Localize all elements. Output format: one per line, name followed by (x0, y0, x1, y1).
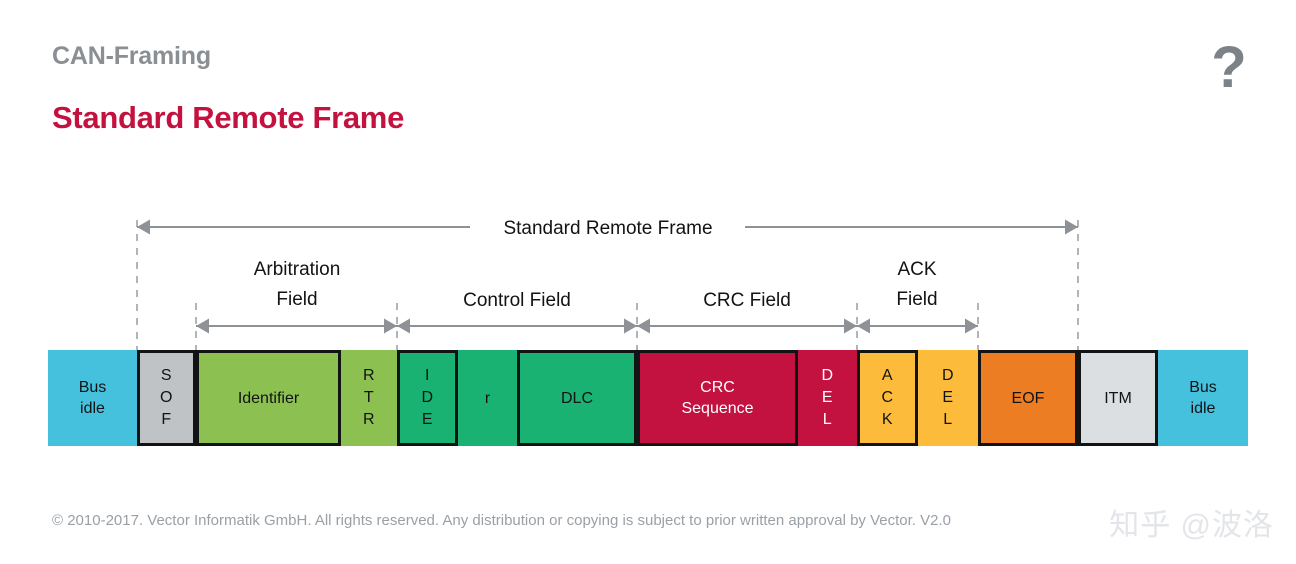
arrow-head (196, 318, 209, 334)
frame-segment-label: ITM (1104, 389, 1132, 407)
frame-segment-ack-delimiter[interactable]: D E L (918, 350, 978, 446)
frame-segment-r[interactable]: r (458, 350, 517, 446)
arrow-head (1065, 219, 1078, 235)
arrow-head (637, 318, 650, 334)
label-control-field: Control Field (463, 290, 571, 311)
frame-segment-bar: Bus idle S O F Identifier R T R I D E r DLC CRC… (48, 350, 1248, 446)
frame-segment-label: Bus idle (78, 379, 107, 417)
arrow-head (384, 318, 397, 334)
frame-segment-label: D E L (821, 367, 834, 428)
frame-segment-label: D E L (941, 367, 955, 428)
frame-segment-label: r (484, 389, 491, 407)
label-crc-field: CRC Field (703, 290, 791, 311)
arrow-head (137, 219, 150, 235)
arrow-head (965, 318, 978, 334)
help-question-icon[interactable]: ? (1211, 35, 1247, 100)
frame-segment-label: Bus idle (1189, 379, 1217, 417)
frame-segment-ack-slot[interactable]: A C K (857, 350, 918, 446)
frame-segment-crc-delimiter[interactable]: D E L (798, 350, 857, 446)
frame-segment-ide[interactable]: I D E (397, 350, 458, 446)
frame-segment-sof[interactable]: S O F (137, 350, 196, 446)
label-ack-field: ACK Field (896, 259, 938, 310)
frame-segment-label: EOF (1011, 389, 1045, 407)
frame-segment-bus-idle-left[interactable]: Bus idle (48, 350, 137, 446)
frame-segment-label: A C K (881, 367, 894, 428)
copyright-footer: © 2010-2017. Vector Informatik GmbH. All… (52, 512, 951, 529)
frame-segment-label: S O F (160, 367, 173, 428)
arrow-head (844, 318, 857, 334)
page-title: Standard Remote Frame (52, 100, 405, 135)
label-overall-frame: Standard Remote Frame (503, 218, 713, 239)
frame-segment-bus-idle-right[interactable]: Bus idle (1158, 350, 1248, 446)
frame-segment-label: CRC Sequence (681, 379, 754, 417)
frame-segment-crc-sequence[interactable]: CRC Sequence (637, 350, 798, 446)
frame-segment-label: DLC (560, 389, 593, 407)
watermark: 知乎 @波洛 (1109, 509, 1274, 542)
frame-segment-itm[interactable]: ITM (1078, 350, 1158, 446)
frame-segment-identifier[interactable]: Identifier (196, 350, 341, 446)
page-eyebrow: CAN-Framing (52, 42, 211, 70)
frame-segment-label: Identifier (237, 389, 300, 407)
frame-segment-rtr[interactable]: R T R (341, 350, 397, 446)
frame-segment-label: I D E (421, 367, 434, 428)
frame-segment-eof[interactable]: EOF (978, 350, 1078, 446)
arrow-head (857, 318, 870, 334)
frame-segment-dlc[interactable]: DLC (517, 350, 637, 446)
arrow-head (397, 318, 410, 334)
arrow-head (624, 318, 637, 334)
label-arbitration-field: Arbitration Field (253, 259, 341, 310)
frame-segment-label: R T R (362, 367, 376, 428)
